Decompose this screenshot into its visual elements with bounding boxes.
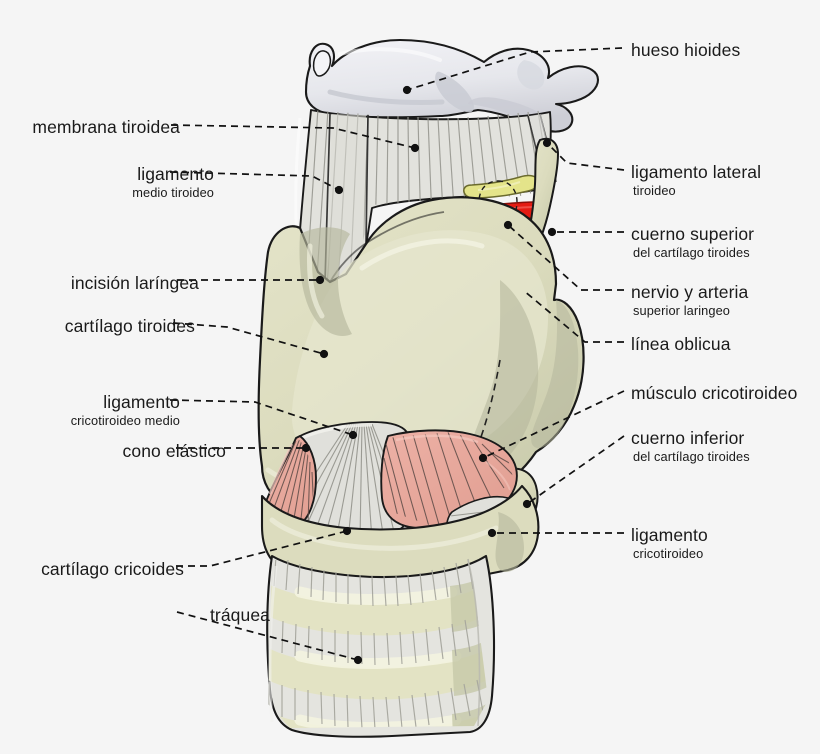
label-cartilago-cricoides-text: cartílago cricoides <box>41 559 184 579</box>
label-cartilago-tiroides: cartílago tiroides <box>65 315 195 337</box>
label-cono-elastico: cono elástico <box>123 440 226 462</box>
label-ligamento-cricotiroideo-medio-text: ligamento <box>103 392 180 412</box>
tracheal-ring <box>268 584 488 636</box>
leader-linea-oblicua <box>522 289 624 343</box>
marker-nervio-arteria-superior-laringeo <box>503 220 513 230</box>
leader-ligamento-cricotiroideo-medio <box>169 399 354 436</box>
leader-nervio-arteria-superior-laringeo <box>507 224 624 291</box>
marker-cono-elastico <box>301 443 311 453</box>
marker-ligamento-lateral-tiroideo <box>542 138 552 148</box>
marker-ligamento-cricotiroideo-medio <box>348 430 358 440</box>
label-membrana-tiroidea: membrana tiroidea <box>32 116 180 138</box>
label-ligamento-cricotiroideo-subtext: cricotiroideo <box>633 546 704 562</box>
marker-cartilago-cricoides <box>342 526 352 536</box>
marker-membrana-tiroidea <box>410 143 420 153</box>
leader-cartilago-tiroides <box>172 322 325 355</box>
marker-incision-laringea <box>315 275 325 285</box>
label-ligamento-lateral-tiroideo-subtext: tiroideo <box>633 183 676 199</box>
label-hueso-hioides-text: hueso hioides <box>631 40 741 60</box>
leader-dots <box>301 85 557 665</box>
label-musculo-cricotiroideo-text: músculo cricotiroideo <box>631 383 798 403</box>
marker-ligamento-medio-tiroideo <box>334 185 344 195</box>
label-cono-elastico-text: cono elástico <box>122 441 226 461</box>
tracheal-ring <box>268 648 488 700</box>
label-nervio-arteria-superior-laringeo-subtext: superior laringeo <box>633 303 731 319</box>
label-ligamento-medio-tiroideo-subtext: medio tiroideo <box>132 185 214 201</box>
label-ligamento-cricotiroideo-text: ligamento <box>631 525 708 545</box>
label-musculo-cricotiroideo: músculo cricotiroideo <box>631 382 797 404</box>
label-nervio-arteria-superior-laringeo-text: nervio y arteria <box>631 282 749 302</box>
marker-cuerno-inferior <box>522 499 532 509</box>
label-ligamento-cricotiroideo-medio-subtext: cricotiroideo medio <box>70 413 180 429</box>
label-cuerno-inferior-text: cuerno inferior <box>631 428 745 448</box>
label-incision-laringea-text: incisión laríngea <box>70 273 199 293</box>
marker-ligamento-cricotiroideo <box>487 528 497 538</box>
superior-horn <box>527 137 559 241</box>
label-traquea: tráquea <box>210 604 270 626</box>
marker-cuerno-superior <box>547 227 557 237</box>
label-traquea-text: tráquea <box>209 605 270 625</box>
label-hueso-hioides: hueso hioides <box>631 39 740 61</box>
marker-hueso-hioides <box>402 85 412 95</box>
label-ligamento-lateral-tiroideo-text: ligamento lateral <box>631 162 762 182</box>
leader-ligamento-medio-tiroideo <box>169 171 340 191</box>
label-membrana-tiroidea-text: membrana tiroidea <box>32 117 180 137</box>
leader-membrana-tiroidea <box>170 124 416 149</box>
marker-traquea <box>353 655 363 665</box>
label-cuerno-superior-text: cuerno superior <box>631 224 755 244</box>
label-linea-oblicua-text: línea oblicua <box>631 334 731 354</box>
label-cartilago-tiroides-text: cartílago tiroides <box>64 316 195 336</box>
marker-musculo-cricotiroideo <box>478 453 488 463</box>
leader-musculo-cricotiroideo <box>482 390 625 459</box>
label-cartilago-cricoides: cartílago cricoides <box>41 558 184 580</box>
label-cuerno-inferior-subtext: del cartílago tiroides <box>633 449 750 465</box>
leader-ligamento-lateral-tiroideo <box>546 142 625 171</box>
leader-traquea <box>176 611 359 661</box>
label-ligamento-medio-tiroideo-text: ligamento <box>137 164 214 184</box>
trachea <box>266 554 496 738</box>
cricoid-cartilage <box>260 484 540 584</box>
label-cuerno-superior-subtext: del cartílago tiroides <box>633 245 750 261</box>
leader-cuerno-inferior <box>526 435 625 505</box>
leader-lines <box>169 47 625 661</box>
label-incision-laringea: incisión laríngea <box>71 272 199 294</box>
hyoid-bone <box>304 38 600 133</box>
marker-cartilago-tiroides <box>319 349 329 359</box>
label-linea-oblicua: línea oblicua <box>631 333 731 355</box>
leader-hueso-hioides <box>406 47 623 91</box>
